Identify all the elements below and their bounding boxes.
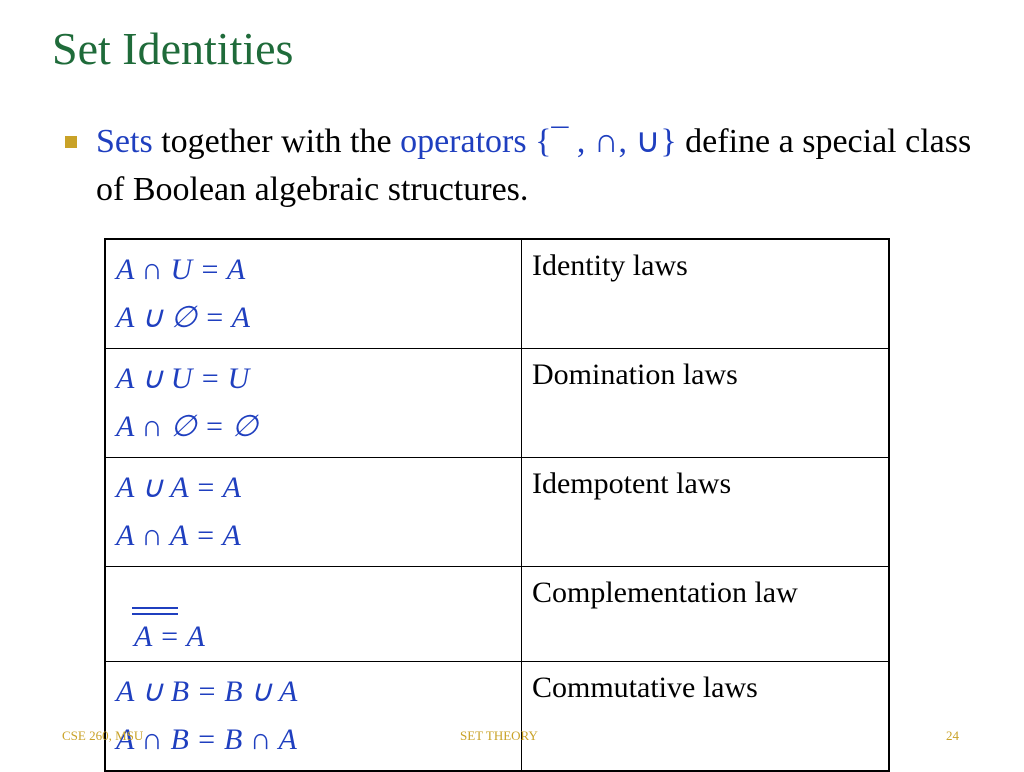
law-name: Identity laws [521, 238, 890, 349]
law-name: Idempotent laws [521, 457, 890, 567]
equation: A ∩ U = A [116, 253, 246, 286]
equation: A ∪ A = A [116, 471, 242, 504]
equation: A ∪ U = U [116, 362, 250, 395]
equation: A ∩ ∅ = ∅ [116, 410, 258, 443]
footer-course: CSE 260, MSU [62, 728, 144, 743]
equation: A ∪ ∅ = A [116, 301, 250, 334]
law-name: Domination laws [521, 348, 890, 458]
equation: A ∩ B = B ∩ A [116, 723, 297, 756]
bullet-point: Sets together with the operators {¯ , ∩,… [60, 118, 980, 214]
table-row: A ∪ A = A A ∩ A = A Idempotent laws [104, 457, 890, 567]
law-name: Commutative laws [521, 661, 890, 772]
footer-topic: SET THEORY [460, 728, 538, 743]
double-complement-bar [132, 607, 178, 615]
equation: A ∩ A = A [116, 519, 241, 552]
operators-term: operators [400, 123, 527, 160]
bullet-text: Sets together with the operators {¯ , ∩,… [96, 118, 980, 214]
sets-term: Sets [96, 123, 153, 160]
operator-set: {¯ , ∩, ∪} [535, 123, 677, 160]
table-row: A ∩ U = A A ∪ ∅ = A Identity laws [104, 238, 890, 349]
table-row: A ∪ B = B ∪ A A ∩ B = B ∩ A Commutative … [104, 661, 890, 772]
equation-cell: A = A [104, 566, 522, 662]
equation: A ∪ B = B ∪ A [116, 675, 298, 708]
bullet-text-part2: define a special class of Boolean algebr… [96, 123, 972, 208]
table-row: A ∪ U = U A ∩ ∅ = ∅ Domination laws [104, 348, 890, 458]
bullet-square-icon [65, 136, 77, 148]
complement-equation: A = A [116, 573, 511, 655]
equation: A = A [134, 620, 205, 653]
equation-cell: A ∪ B = B ∪ A A ∩ B = B ∩ A [104, 661, 522, 772]
table-row: A = A Complementation law [104, 566, 890, 662]
slide-title: Set Identities [52, 23, 294, 74]
law-name: Complementation law [521, 566, 890, 662]
equation-cell: A ∩ U = A A ∪ ∅ = A [104, 238, 522, 349]
bullet-text-part1: together with the [152, 123, 401, 160]
equation-cell: A ∪ U = U A ∩ ∅ = ∅ [104, 348, 522, 458]
footer-page-number: 24 [946, 728, 959, 743]
set-identities-table: A ∩ U = A A ∪ ∅ = A Identity laws A ∪ U … [104, 238, 890, 772]
equation-cell: A ∪ A = A A ∩ A = A [104, 457, 522, 567]
